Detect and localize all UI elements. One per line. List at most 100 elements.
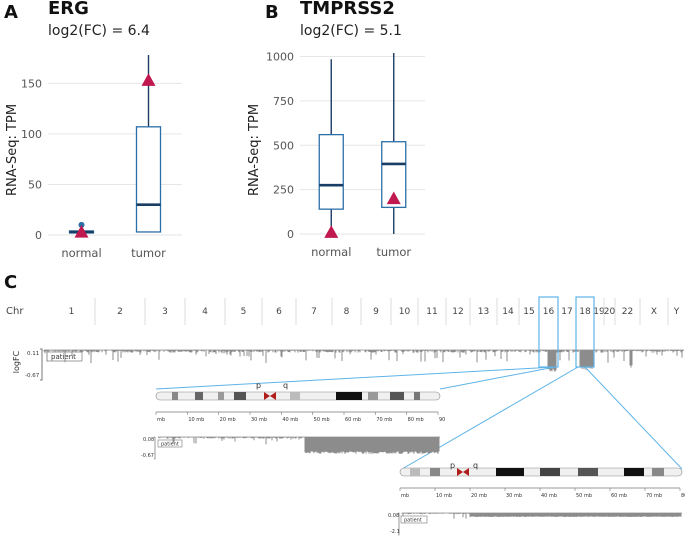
- cytoband: [652, 468, 664, 476]
- chr-label: 1: [69, 307, 75, 317]
- cytoband: [390, 392, 404, 400]
- outlier-point: [78, 221, 85, 228]
- patient-marker: [74, 224, 89, 238]
- y-tick-label: 500: [273, 139, 294, 152]
- chr-label: 8: [344, 307, 350, 317]
- chr16-ideogram: [155, 391, 441, 401]
- ruler-label: 50 mb: [576, 493, 592, 499]
- main-track-ylabel: logFC: [12, 350, 21, 373]
- chr16-p-arm-label: p: [256, 381, 261, 390]
- chr18-ytick-bottom: -2.1: [390, 529, 400, 535]
- panel-b: B TMPRSS2 log2(FC) = 5.1 RNA-Seq: TPM 02…: [247, 0, 425, 259]
- cytoband: [578, 468, 598, 476]
- panel-a: A ERG log2(FC) = 6.4 RNA-Seq: TPM 050100…: [4, 0, 182, 260]
- chr-label: 16: [543, 307, 555, 317]
- x-tick-label: tumor: [376, 245, 411, 259]
- chr-label: 7: [311, 307, 317, 317]
- chr16-track-signal: [158, 436, 440, 454]
- cytoband: [414, 392, 420, 400]
- main-track-bracket: [40, 348, 43, 381]
- x-tick-label: normal: [311, 245, 351, 259]
- chr-label: 2: [117, 307, 123, 317]
- ruler-label: 30 mb: [251, 417, 267, 423]
- panel-a-subtitle: log2(FC) = 6.4: [48, 23, 150, 39]
- chr-label: 17: [561, 307, 572, 317]
- chr18-p-arm-label: p: [450, 461, 455, 470]
- x-tick-label: tumor: [131, 246, 166, 260]
- chr-label: 20: [604, 307, 616, 317]
- ruler-label: 70 mb: [376, 417, 392, 423]
- chr-label: 3: [162, 307, 168, 317]
- chr18-track-signal: [401, 512, 682, 519]
- patient-marker: [324, 225, 339, 238]
- centromere: [270, 392, 276, 400]
- box: [135, 126, 162, 233]
- chr18-ytick-top: 0.08: [388, 513, 399, 519]
- box: [318, 133, 344, 210]
- panel-c-label: C: [4, 272, 17, 293]
- cytoband: [336, 392, 362, 400]
- cytoband: [195, 392, 203, 400]
- chr16-connector-left: [155, 366, 556, 390]
- panel-b-subtitle: log2(FC) = 5.1: [300, 23, 402, 39]
- ruler-label: 20 mb: [471, 493, 487, 499]
- cytoband: [234, 392, 246, 400]
- ruler-label: 80: [681, 493, 685, 499]
- chr-label: 15: [523, 307, 534, 317]
- chr18-legend-box: [400, 515, 428, 524]
- chr-label: 13: [478, 307, 489, 317]
- main-ytick-bottom: -0.67: [25, 373, 40, 379]
- centromere: [457, 468, 463, 476]
- y-tick-label: 1000: [266, 51, 294, 64]
- ruler-label: mb: [157, 417, 165, 423]
- chr16-ytick-bottom: -0.67: [141, 453, 154, 459]
- chr18-ideogram: [399, 467, 683, 477]
- chr16-ytick-top: 0.08: [143, 437, 154, 443]
- chr-label: X: [651, 307, 657, 317]
- y-tick-label: 50: [28, 178, 42, 191]
- main-ytick-top: 0.11: [27, 351, 39, 357]
- chr16-legend-text: patient: [161, 442, 179, 448]
- ruler-label: mb: [401, 493, 409, 499]
- cytoband: [624, 468, 644, 476]
- ruler-label: 40 mb: [541, 493, 557, 499]
- ruler-label: 60 mb: [611, 493, 627, 499]
- chr16-connector-right: [439, 366, 556, 390]
- ruler-label: 20 mb: [220, 417, 236, 423]
- patient-marker: [386, 191, 401, 205]
- chr-axis-label: Chr: [6, 306, 24, 317]
- chr18-legend-text: patient: [404, 518, 422, 524]
- patient-marker: [141, 73, 156, 86]
- ruler-label: 30 mb: [506, 493, 522, 499]
- centromere: [264, 392, 270, 400]
- chr-label: 5: [241, 307, 247, 317]
- chr16-legend-box: [157, 439, 183, 448]
- chr-label: 6: [276, 307, 282, 317]
- chr18-q-arm-label: q: [473, 461, 478, 470]
- y-tick-label: 250: [273, 184, 294, 197]
- cytoband: [218, 392, 224, 400]
- cytoband: [290, 392, 300, 400]
- cytoband: [540, 468, 560, 476]
- ruler-label: 60 mb: [345, 417, 361, 423]
- panel-a-plot: [68, 55, 162, 238]
- cytoband: [368, 392, 378, 400]
- ruler-label: 40 mb: [282, 417, 298, 423]
- chr-label: 22: [622, 307, 633, 317]
- panel-b-ylabel: RNA-Seq: TPM: [247, 104, 262, 196]
- chr-label: 11: [426, 307, 437, 317]
- x-tick-label: normal: [61, 246, 101, 260]
- chr-label: 18: [579, 307, 591, 317]
- chr-label: 9: [373, 307, 379, 317]
- ruler-label: 90: [439, 417, 445, 423]
- cytoband: [172, 392, 178, 400]
- chr-label: 14: [502, 307, 514, 317]
- panel-b-label: B: [265, 2, 279, 23]
- panel-a-ylabel: RNA-Seq: TPM: [5, 104, 20, 196]
